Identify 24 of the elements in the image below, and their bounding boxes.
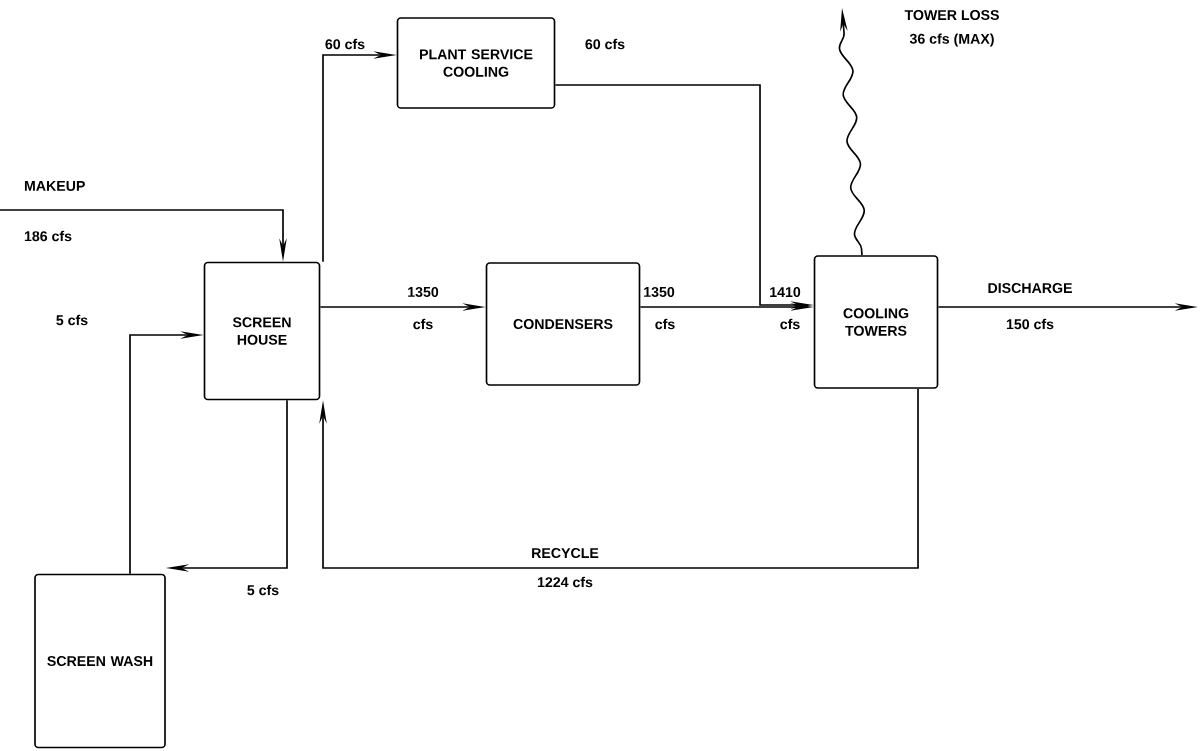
edge-label: TOWER LOSS — [904, 10, 999, 20]
flow-label: 186 cfs — [24, 230, 72, 242]
flow-label: 1224 cfs — [537, 576, 593, 588]
edge-label: DISCHARGE — [988, 283, 1072, 293]
flow-label: 150 cfs — [1006, 318, 1054, 330]
edge-label: 1350 — [408, 287, 439, 298]
edge-label: RECYCLE — [532, 548, 599, 558]
edge-label: 60 cfs — [585, 38, 625, 50]
flow-label: 36 cfs (MAX) — [909, 33, 994, 47]
edge-label: MAKEUP — [24, 181, 85, 191]
flow-label: cfs — [413, 318, 433, 330]
process-box: SCREEN WASH — [34, 573, 166, 749]
flow-label: cfs — [780, 318, 800, 330]
edge-label: 1350 — [644, 287, 675, 298]
process-box: SCREEN HOUSE — [203, 261, 321, 401]
edge-label: 60 cfs — [325, 38, 365, 50]
process-box: CONDENSERS — [485, 262, 641, 386]
edge-label: 5 cfs — [247, 584, 279, 596]
arrow — [319, 388, 919, 569]
flow-label: cfs — [655, 318, 675, 330]
process-box: PLANT SERVICE COOLING — [396, 17, 556, 109]
edge-label: 5 cfs — [56, 314, 88, 326]
flow-label: 1410 — [770, 287, 801, 297]
process-box: COOLING TOWERS — [813, 255, 939, 389]
